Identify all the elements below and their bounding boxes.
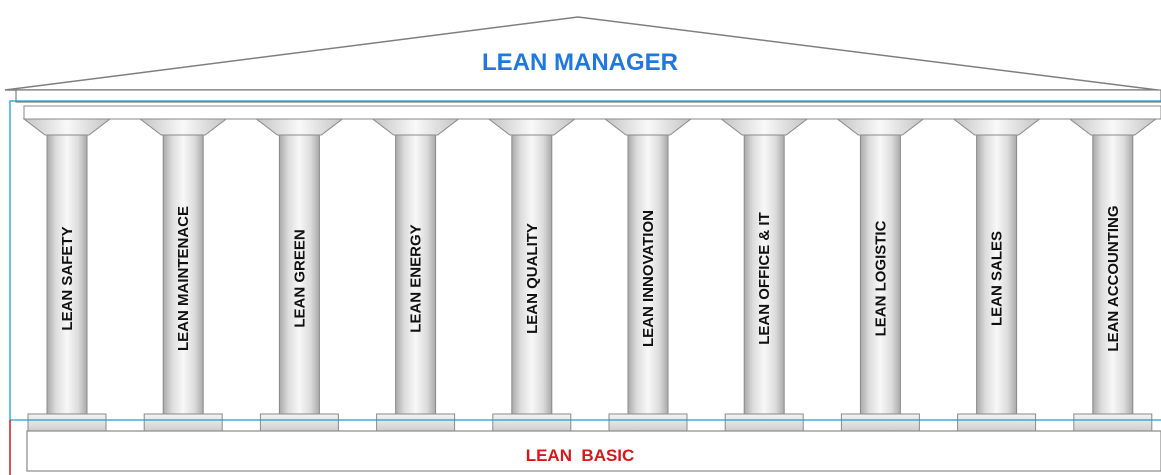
pillar-shaft [1092, 134, 1134, 415]
pillar-label: LEAN ENERGY [408, 224, 425, 332]
frame-line-top [9, 100, 1161, 420]
pillar-shaft [278, 134, 320, 415]
pillar-shaft [859, 134, 901, 415]
pillar-label: LEAN INNOVATION [640, 210, 657, 347]
pillar-7: LEAN OFFICE & IT [719, 118, 809, 432]
pillars: LEAN SAFETY LEAN MAINTENACE LEAN GREEN LEAN… [22, 118, 1158, 432]
pillar-3: LEAN GREEN [254, 118, 344, 432]
pillar-plinth [1073, 413, 1153, 432]
pillar-8: LEAN LOGISTIC [835, 118, 925, 432]
pillar-label: LEAN SALES [989, 231, 1006, 326]
pillar-label: LEAN OFFICE & IT [756, 212, 773, 345]
pillar-plinth [840, 413, 920, 432]
pillar-plinth [27, 413, 107, 432]
pillar-6: LEAN INNOVATION [603, 118, 693, 432]
pillar-capital [835, 118, 925, 136]
pillar-plinth [724, 413, 804, 432]
pillar-capital [603, 118, 693, 136]
pillar-5: LEAN QUALITY [487, 118, 577, 432]
pillar-label: LEAN GREEN [291, 229, 308, 327]
pillar-label: LEAN LOGISTIC [872, 220, 889, 336]
base-title: LEAN BASIC [526, 446, 635, 465]
pillar-shaft [743, 134, 785, 415]
roof-beam [15, 89, 1161, 103]
pillar-capital [1068, 118, 1158, 136]
pillar-label: LEAN QUALITY [524, 223, 541, 334]
pillar-capital [22, 118, 112, 136]
pillar-capital [254, 118, 344, 136]
pillar-capital [371, 118, 461, 136]
pillar-9: LEAN SALES [952, 118, 1042, 432]
pillar-plinth [608, 413, 688, 432]
pillar-4: LEAN ENERGY [371, 118, 461, 432]
pillar-shaft [46, 134, 88, 415]
pillar-capital [719, 118, 809, 136]
pillar-capital [952, 118, 1042, 136]
pillar-capital [138, 118, 228, 136]
pillar-1: LEAN SAFETY [22, 118, 112, 432]
base-block [26, 430, 1161, 472]
pillar-plinth [259, 413, 339, 432]
pillar-plinth [376, 413, 456, 432]
pillar-plinth [143, 413, 223, 432]
roof-title: LEAN MANAGER [482, 49, 678, 76]
pillar-capital [487, 118, 577, 136]
pillar-2: LEAN MAINTENACE [138, 118, 228, 432]
entablature [23, 105, 1161, 120]
pillar-plinth [492, 413, 572, 432]
pillar-plinth [957, 413, 1037, 432]
pillar-label: LEAN MAINTENACE [175, 206, 192, 351]
pillar-10: LEAN ACCOUNTING [1068, 118, 1158, 432]
pillar-label: LEAN ACCOUNTING [1105, 205, 1122, 351]
pillar-label: LEAN SAFETY [59, 226, 76, 330]
pillar-shaft [976, 134, 1018, 415]
pillar-shaft [162, 134, 204, 415]
